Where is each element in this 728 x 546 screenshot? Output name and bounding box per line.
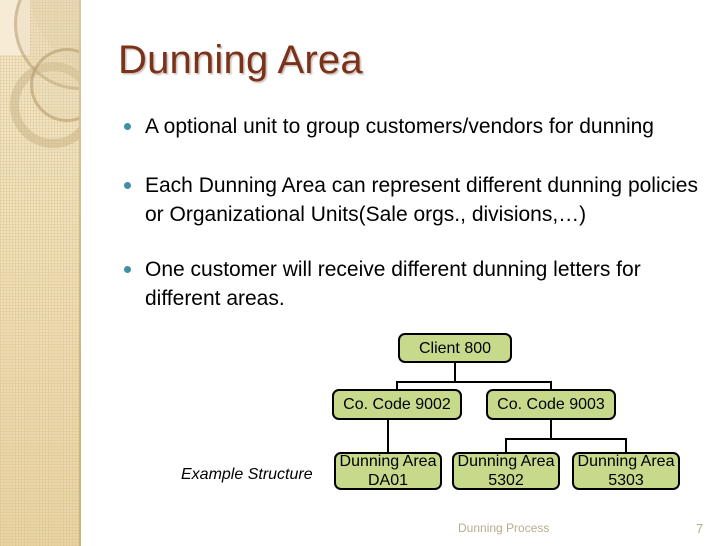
decorative-left-band <box>0 0 80 546</box>
node-dunning-area-5303[interactable]: Dunning Area 5303 <box>572 452 680 490</box>
node-label-block: Dunning Area 5302 <box>454 452 558 490</box>
node-company-code-9002[interactable]: Co. Code 9002 <box>332 389 462 420</box>
node-label-line2: 5303 <box>608 472 644 489</box>
bullet-text: Each Dunning Area can represent differen… <box>145 174 698 226</box>
bullet-text: One customer will receive different dunn… <box>145 258 641 310</box>
node-label-line1: Dunning Area <box>457 453 555 470</box>
bullet-dot-icon <box>124 182 131 189</box>
bullet-text: A optional unit to group customers/vendo… <box>145 115 654 138</box>
connector-to-da5303 <box>625 438 627 453</box>
list-item: Each Dunning Area can represent differen… <box>124 171 724 229</box>
node-label-block: Dunning Area DA01 <box>336 452 440 490</box>
node-label: Co. Code 9002 <box>343 396 451 413</box>
slide-title: Dunning Area <box>118 38 363 82</box>
connector-to-cc9002 <box>396 381 398 390</box>
node-label-line2: 5302 <box>488 472 524 489</box>
connector-to-cc9003 <box>550 381 552 390</box>
node-client-800[interactable]: Client 800 <box>398 333 512 363</box>
node-label: Client 800 <box>418 339 492 357</box>
node-label: Co. Code 9003 <box>497 396 605 413</box>
page-number: 7 <box>696 521 704 536</box>
connector-client-bus <box>396 381 552 383</box>
node-label-line2: DA01 <box>367 472 409 489</box>
list-item: A optional unit to group customers/vendo… <box>124 112 724 141</box>
connector-to-da5302 <box>505 438 507 453</box>
node-company-code-9003[interactable]: Co. Code 9003 <box>486 389 616 420</box>
bullet-list: A optional unit to group customers/vendo… <box>124 112 724 313</box>
list-item: One customer will receive different dunn… <box>124 255 724 313</box>
connector-cc9003-bus <box>505 438 626 440</box>
bullet-dot-icon <box>124 266 131 273</box>
connector-cc9002-to-da01 <box>387 420 389 453</box>
decorative-band-edge <box>79 0 81 546</box>
node-label-line1: Dunning Area <box>577 453 675 470</box>
node-dunning-area-5302[interactable]: Dunning Area 5302 <box>452 452 560 490</box>
bullet-dot-icon <box>124 123 131 130</box>
node-label-block: Dunning Area 5303 <box>574 452 678 490</box>
example-structure-label: Example Structure <box>181 466 313 483</box>
connector-cc9003-down <box>550 420 552 438</box>
node-label-line1: Dunning Area <box>339 453 437 470</box>
connector-client-down <box>454 363 456 381</box>
node-dunning-area-da01[interactable]: Dunning Area DA01 <box>334 452 442 490</box>
footer-title: Dunning Process <box>458 521 550 535</box>
